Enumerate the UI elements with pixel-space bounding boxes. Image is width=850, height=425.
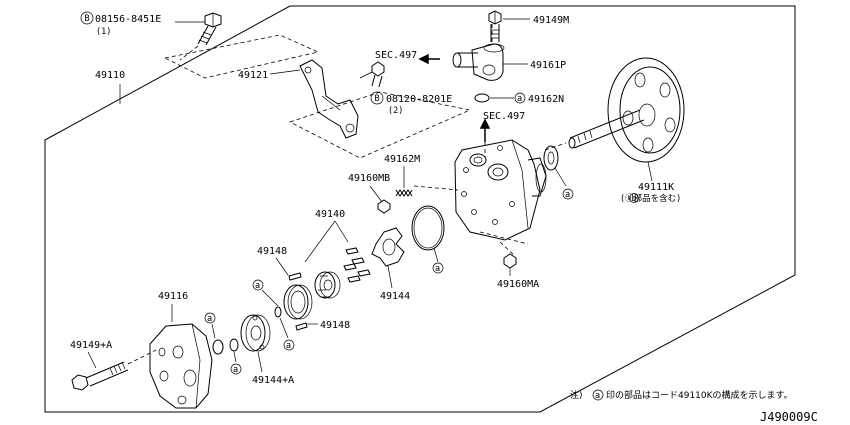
bracket-49121-icon (299, 59, 359, 139)
oring-49162n-icon: a 49162N (474, 92, 564, 105)
marker-a-housing-2: a (233, 365, 238, 375)
oring-housing-1-icon (212, 339, 224, 355)
marker-a-49162n: a (517, 94, 522, 104)
label-49121: 49121 (238, 70, 268, 81)
marker-a-oring: a (435, 264, 440, 274)
note-text: 印の部品はコード49110Kの構成を示します。 (606, 389, 793, 401)
arrow-sec497-top-icon (418, 53, 440, 65)
marker-a-cam: a (255, 281, 260, 291)
label-08120-8201e: 08120-8201E (386, 94, 452, 105)
bracket-plane (163, 34, 320, 79)
cam-ring-icon (283, 284, 313, 320)
assembly-boundary (44, 5, 796, 413)
diagram-code: J490009C (760, 410, 818, 424)
pin-49148-top-icon (288, 272, 302, 281)
rotor-icon (314, 271, 341, 299)
label-49140: 49140 (315, 209, 345, 220)
arrow-sec497-mid-icon (479, 118, 491, 142)
label-49148-top: 49148 (257, 246, 287, 257)
note-prefix: 注) (570, 389, 583, 401)
pin-49148-bottom-icon (295, 322, 308, 331)
marker-b-1: B (85, 14, 90, 24)
plate-49144a-icon (240, 314, 271, 352)
spring-49162m-icon (395, 189, 413, 197)
plate-49144-icon (371, 227, 405, 267)
label-49161p: 49161P (530, 60, 566, 71)
label-49149a: 49149+A (70, 340, 112, 351)
bolt-08120-icon: B 08120-8201E (2) (359, 61, 452, 116)
label-49162m: 49162M (384, 154, 420, 165)
plug-49160mb-icon (377, 199, 391, 214)
marker-b-small: b (632, 194, 637, 204)
label-08156-8451e: 08156-8451E (95, 14, 161, 25)
label-49110: 49110 (95, 70, 125, 81)
seal-icon: a (543, 145, 574, 200)
label-sec497-top: SEC.497 (375, 50, 417, 61)
label-49148-bottom: 49148 (320, 320, 350, 331)
housing-49116-icon (149, 323, 213, 409)
pulley-shaft-49111k-icon: 49111K b (ⓑ部品を含む) (568, 57, 685, 204)
label-49111k-note: (ⓑ部品を含む) (620, 193, 681, 204)
oring-small-icon (274, 306, 282, 318)
label-49116: 49116 (158, 291, 188, 302)
oring-large-icon: a (411, 205, 445, 274)
oring-housing-2-icon (229, 338, 239, 352)
fitting-49161p-icon: 49161P (452, 43, 566, 81)
marker-a-housing-1: a (207, 314, 212, 324)
label-49160mb: 49160MB (348, 173, 390, 184)
label-49144a: 49144+A (252, 375, 294, 386)
vanes-icon (343, 247, 371, 283)
marker-a-side: a (286, 341, 291, 351)
label-sec497-mid: SEC.497 (483, 111, 525, 122)
plug-49160ma-icon (503, 253, 517, 269)
bracket-lower-plane (288, 91, 472, 159)
bolt-49149m-icon: 49149M (488, 10, 569, 42)
bolt-08156-icon: B 08156-8451E (1) (80, 11, 222, 61)
label-49160ma: 49160MA (497, 279, 539, 290)
label-49162n: 49162N (528, 94, 564, 105)
label-49111k: 49111K (638, 182, 674, 193)
marker-a-seal: a (565, 190, 570, 200)
label-49144: 49144 (380, 291, 410, 302)
bolt-49149a-icon (71, 361, 129, 391)
label-49149m: 49149M (533, 15, 569, 26)
pump-body-icon (454, 139, 547, 241)
marker-b-2: B (375, 94, 380, 104)
marker-a-note: a (595, 391, 600, 401)
label-08156-qty: (1) (96, 27, 111, 37)
label-08120-qty: (2) (388, 106, 403, 116)
